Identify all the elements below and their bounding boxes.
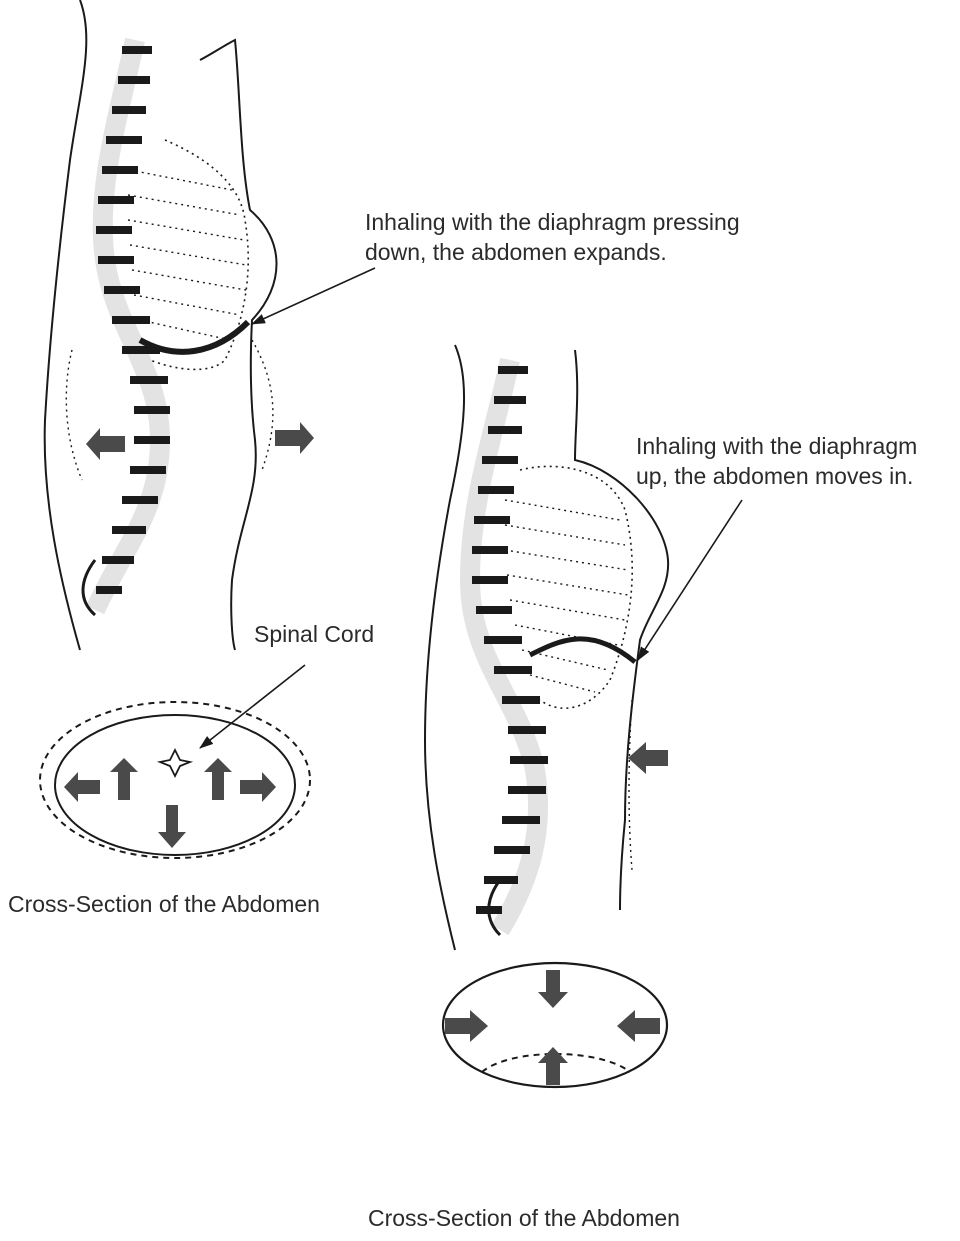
label-inhale-up-line-2: up, the abdomen moves in. [636, 462, 917, 492]
arrow-front-left [275, 422, 314, 454]
cs-right-arrow-up [538, 1047, 568, 1085]
diaphragm-right [530, 639, 635, 662]
label-inhale-down: Inhaling with the diaphragm pressing dow… [365, 208, 740, 268]
label-inhale-up-line-1: Inhaling with the diaphragm [636, 432, 917, 462]
label-inhale-down-line-1: Inhaling with the diaphragm pressing [365, 208, 740, 238]
cs-right-arrow-left-in [445, 1010, 488, 1042]
cs-right-arrow-right-in [617, 1010, 660, 1042]
diaphragm-left [140, 322, 248, 352]
back-outline-left [45, 0, 87, 650]
cs-arrow-up-1 [110, 758, 138, 800]
spinal-cord-symbol [160, 750, 190, 776]
cs-arrow-left [64, 772, 100, 802]
figure-right-moving-in [425, 345, 668, 950]
leader-inhale-up [638, 500, 742, 660]
leader-inhale-down [252, 268, 375, 324]
rib-cage-right [520, 466, 632, 708]
label-cross-section-left: Cross-Section of the Abdomen [8, 890, 320, 920]
label-spinal-cord: Spinal Cord [254, 620, 374, 650]
spine-column-right [470, 360, 538, 930]
cross-section-left-diagram [40, 702, 310, 858]
label-cross-section-right: Cross-Section of the Abdomen [368, 1204, 680, 1234]
spine-column-left [95, 40, 160, 610]
figure-left-expanding [45, 0, 314, 650]
cs-arrow-up-2 [204, 758, 232, 800]
rib-lines-right [505, 500, 628, 692]
cs-right-arrow-down [538, 970, 568, 1008]
arrow-back-left [86, 428, 125, 460]
label-inhale-up: Inhaling with the diaphragm up, the abdo… [636, 432, 917, 492]
rib-lines-left [128, 170, 246, 340]
cs-arrow-down [158, 805, 186, 848]
cs-arrow-right [240, 772, 276, 802]
cross-section-right-diagram [443, 963, 667, 1087]
arrow-front-right [628, 742, 668, 774]
back-outline-right [425, 345, 464, 950]
label-inhale-down-line-2: down, the abdomen expands. [365, 238, 740, 268]
